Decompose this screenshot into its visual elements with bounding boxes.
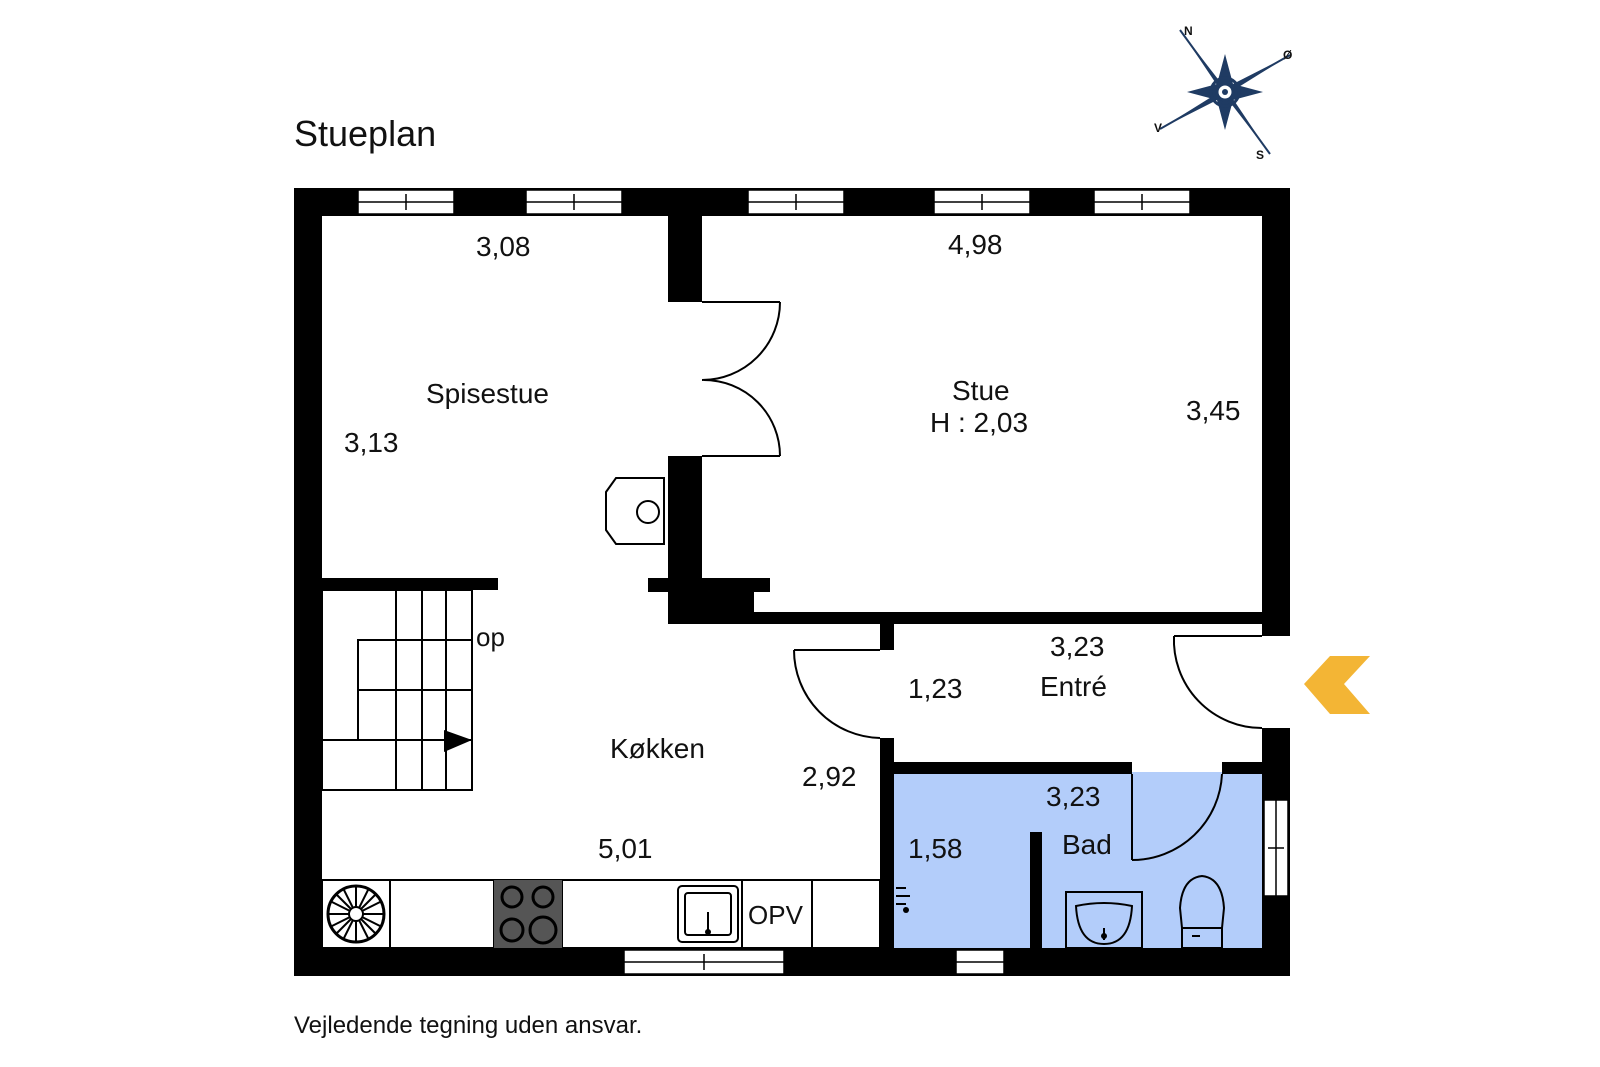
window [623,949,785,975]
stairs-arrow-icon [444,730,472,752]
washbasin-icon [1065,891,1143,949]
room-height-living: H : 2,03 [930,407,1028,438]
door-bath [1131,773,1223,862]
window [955,949,1005,975]
double-door [701,301,781,457]
dim-living-width: 4,98 [948,229,1003,260]
dim-dining-depth: 3,13 [344,427,399,458]
compass-west: V [1154,121,1162,135]
radiator-icon [896,887,910,913]
door-kitchen-entrance [793,649,881,739]
disclaimer: Vejledende tegning uden ansvar. [294,1012,642,1039]
stairs [321,589,473,791]
room-name-dining: Spisestue [426,378,549,409]
toilet-icon [1178,874,1226,949]
room-name-entrance: Entré [1040,671,1107,702]
plan-title: Stueplan [294,113,436,154]
window [933,189,1031,215]
interior-walls [322,216,1262,948]
windows [357,189,1289,975]
dim-kitchen-width: 5,01 [598,833,653,864]
room-name-kitchen: Køkken [610,733,705,764]
compass-south: S [1256,148,1264,162]
doors [701,301,1263,862]
dim-entrance-depth: 1,23 [908,673,963,704]
front-door [1172,635,1263,730]
window [1093,189,1191,215]
stairs-up-label: op [476,622,505,652]
window [1263,799,1289,897]
stove-icon [494,880,562,948]
window [525,189,623,215]
window [357,189,455,215]
fireplace-icon [605,477,665,545]
compass-north: N [1184,24,1193,38]
sink-icon [677,885,739,943]
dim-bath-depth: 1,58 [908,833,963,864]
fan-icon [326,884,386,944]
entry-arrow-icon [1304,656,1370,714]
dishwasher-label: OPV [748,900,804,930]
window [747,189,845,215]
dim-bath-width: 3,23 [1046,781,1101,812]
dim-entrance-width: 3,23 [1050,631,1105,662]
dim-kitchen-depth: 2,92 [802,761,857,792]
compass-east: Ø [1283,48,1292,62]
compass-rose-icon: N Ø S V [1154,24,1292,162]
room-name-bath: Bad [1062,829,1112,860]
dim-living-depth: 3,45 [1186,395,1241,426]
room-name-living: Stue [952,375,1010,406]
dim-dining-width: 3,08 [476,231,531,262]
